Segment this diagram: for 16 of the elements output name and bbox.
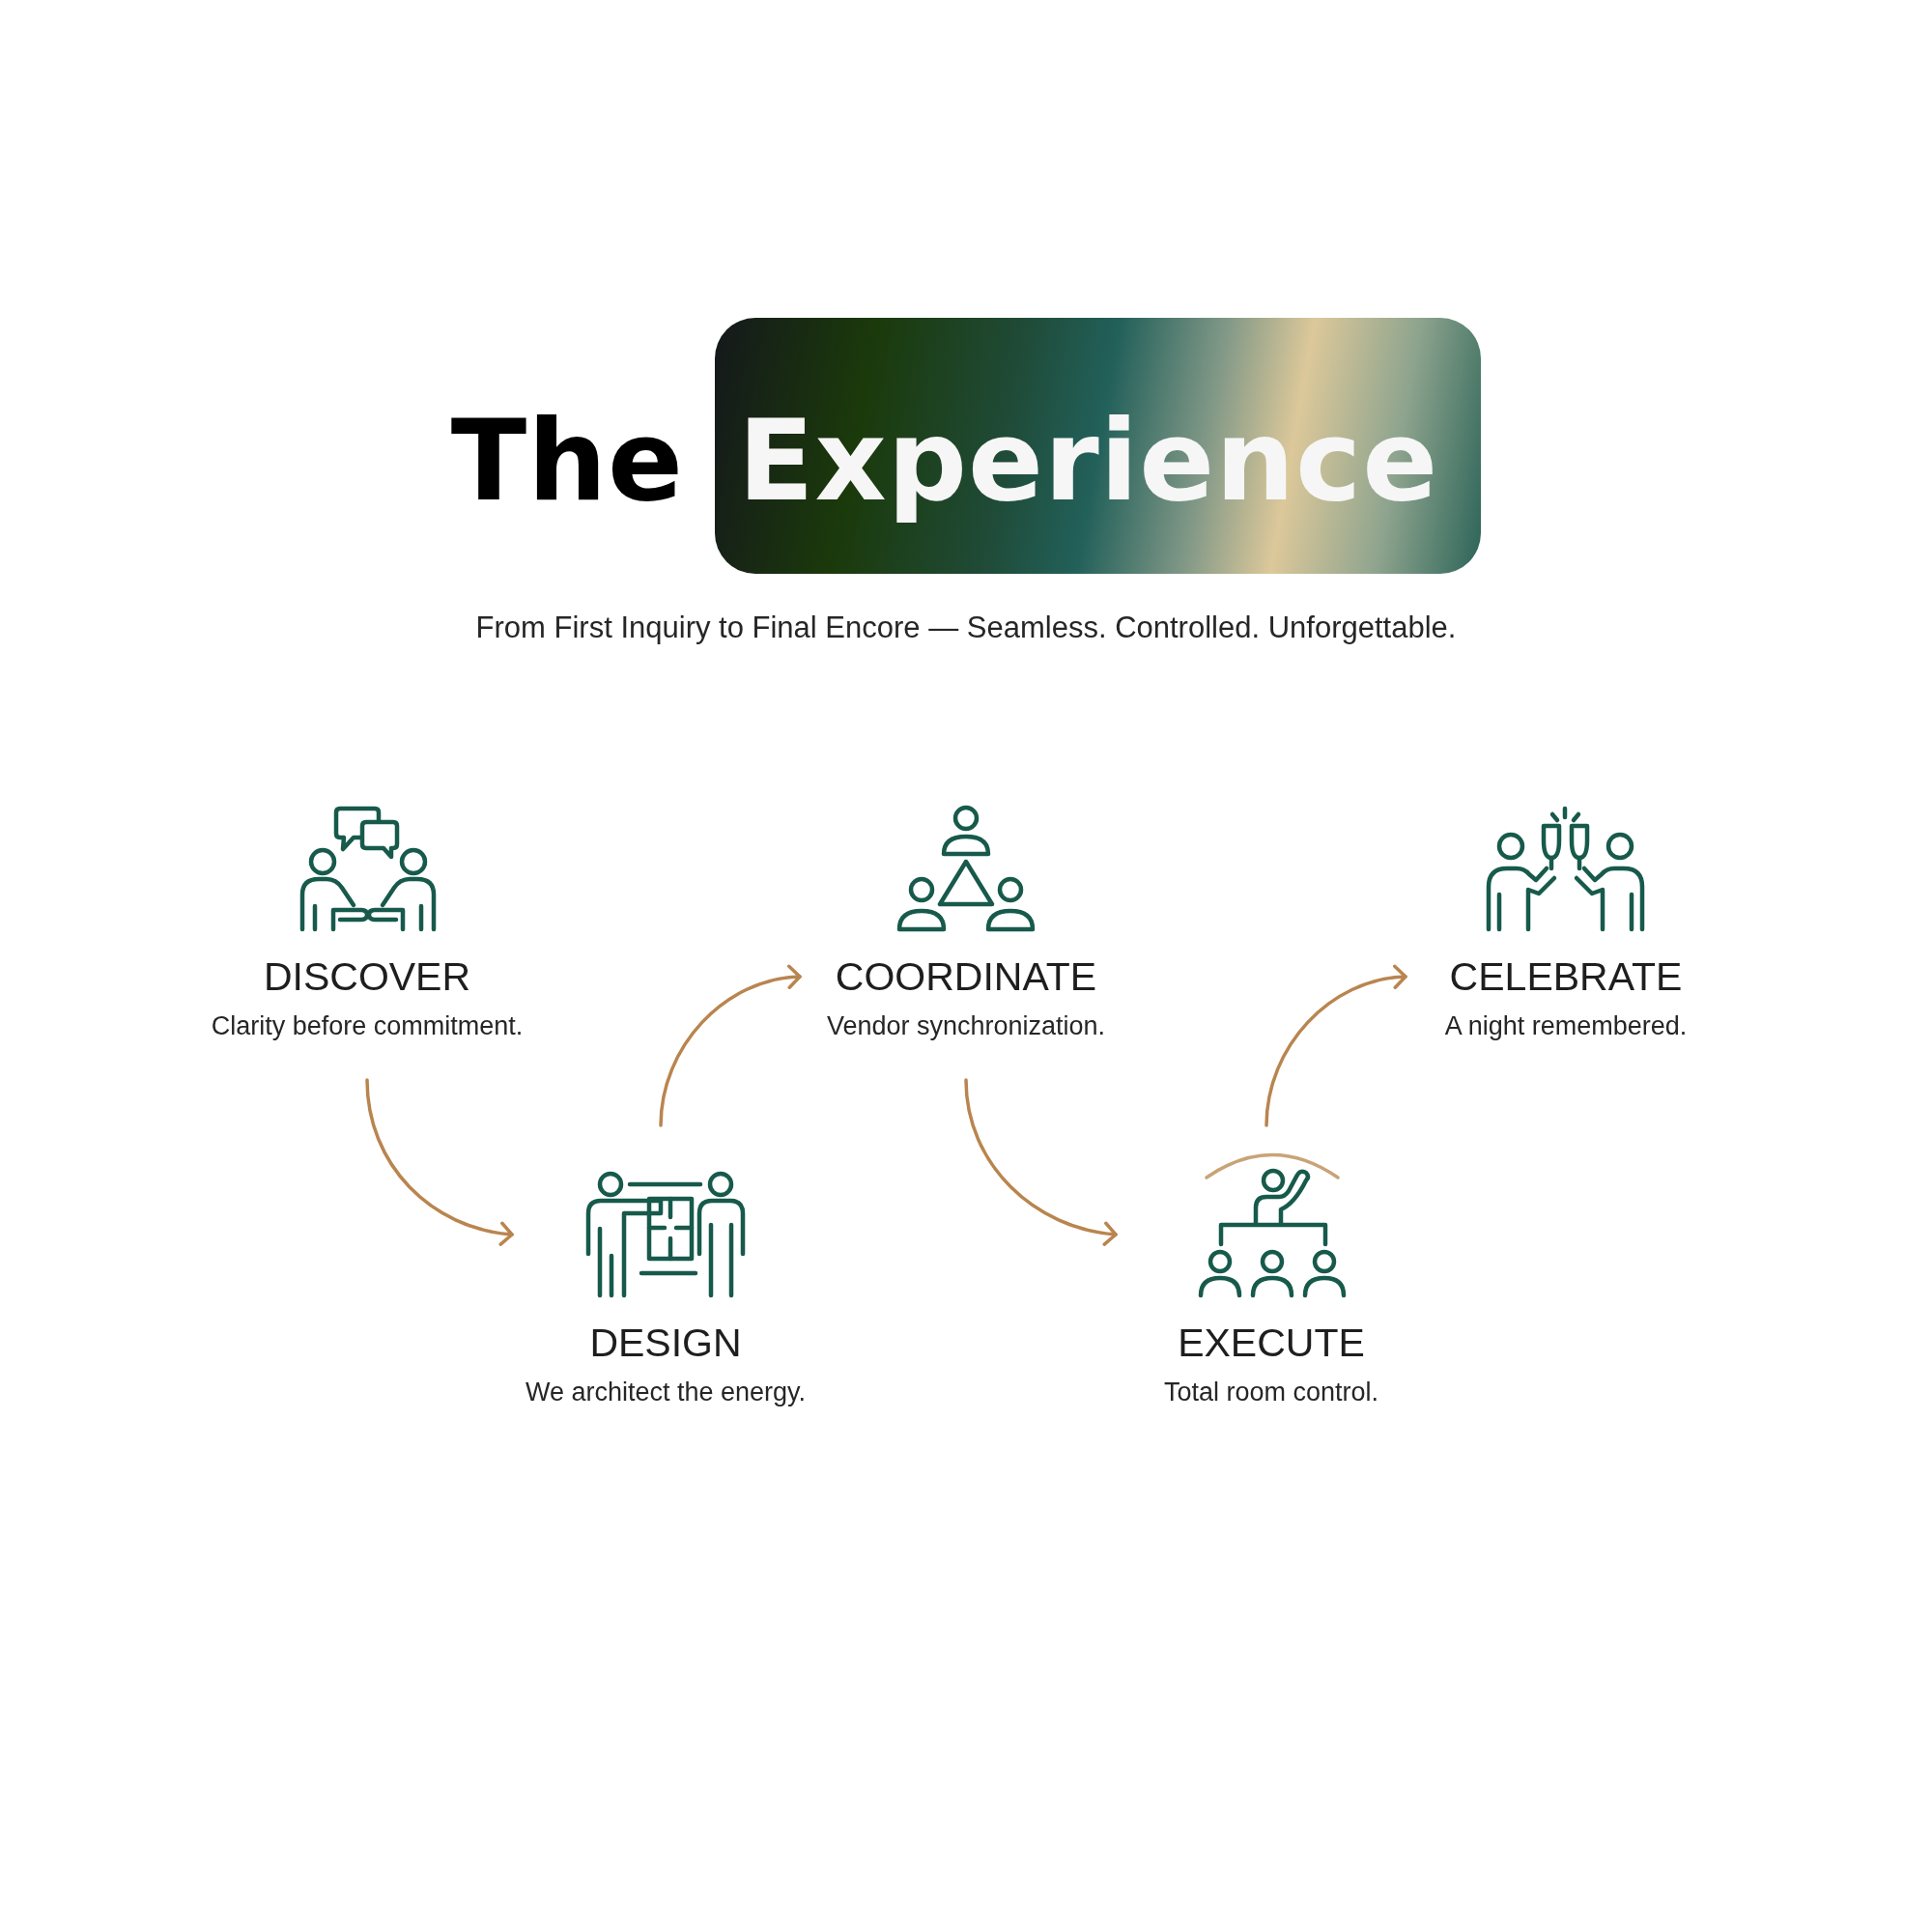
curved-arrow [659, 965, 802, 1127]
title-text: The [450, 406, 685, 517]
subtitle-text: From First Inquiry to Final Encore — Seamless. Controlled. Unforgettable. [475, 610, 1457, 646]
curved-arrow [365, 1078, 514, 1246]
curved-arrow [1264, 965, 1407, 1127]
step-title: COORDINATE [835, 953, 1097, 1000]
step-title: DISCOVER [263, 953, 471, 1000]
step-description: A night remembered. [1444, 1010, 1688, 1041]
step-title: EXECUTE [1178, 1320, 1365, 1366]
step-description: Clarity before commitment. [211, 1010, 524, 1041]
curved-arrow [964, 1078, 1118, 1246]
step-title: DESIGN [589, 1320, 742, 1366]
step-title: CELEBRATE [1449, 953, 1683, 1000]
step-description: We architect the energy. [525, 1377, 807, 1407]
step-description: Total room control. [1163, 1377, 1379, 1407]
step-description: Vendor synchronization. [826, 1010, 1106, 1041]
